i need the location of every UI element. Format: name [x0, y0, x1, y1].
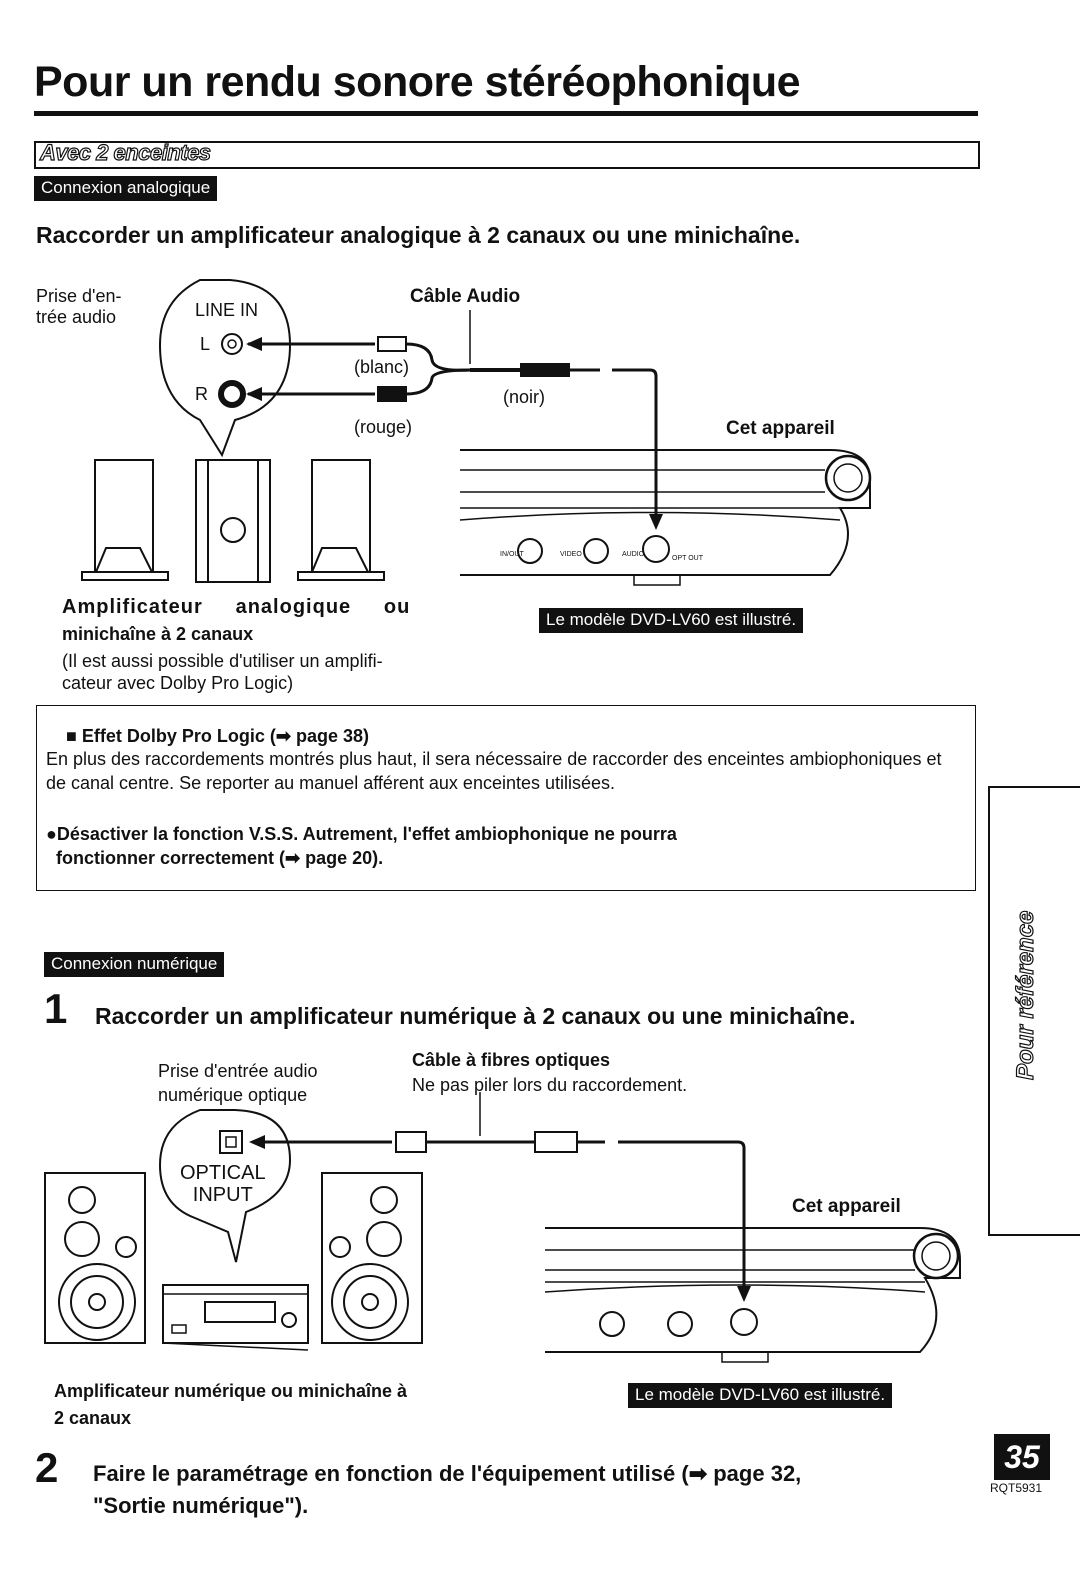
side-tab	[988, 786, 1080, 1236]
digital-cable-note: Ne pas piler lors du raccordement.	[412, 1075, 688, 1095]
digital-cable-label: Câble à fibres optiques	[412, 1050, 611, 1070]
jack-audio: AUDIO	[622, 551, 645, 558]
jack-in-out: IN/OUT	[500, 551, 524, 558]
dolby-note-box	[36, 705, 976, 891]
page-number: 35	[994, 1434, 1050, 1480]
black-plug-label: (noir)	[503, 387, 546, 407]
analog-amp-caption-2: minichaîne à 2 canaux	[62, 624, 254, 644]
r-label: R	[195, 384, 208, 404]
digital-tag: Connexion numérique	[44, 952, 225, 977]
dolby-note-bullet: ●Désactiver la fonction V.S.S. Autrement…	[46, 824, 677, 868]
analog-amp-caption-1: Amplificateur analogique ou	[62, 596, 411, 618]
digital-jack-label: Prise d'entrée audio numérique optique	[158, 1061, 318, 1105]
analog-tag: Connexion analogique	[34, 176, 218, 201]
step1-text: Raccorder un amplificateur numérique à 2…	[95, 1003, 856, 1029]
l-jack-icon	[221, 333, 243, 355]
white-plug-label: (blanc)	[354, 357, 410, 377]
analog-device-label: Cet appareil	[726, 418, 835, 439]
section-box	[34, 141, 980, 169]
step2-text: Faire le paramétrage en fonction de l'éq…	[93, 1461, 802, 1518]
jack-video: VIDEO	[560, 551, 582, 558]
line-in-label: LINE IN	[195, 300, 259, 320]
red-plug-label: (rouge)	[354, 417, 413, 437]
l-label: L	[200, 334, 211, 354]
digital-amp-caption: Amplificateur numérique ou minichaîne à …	[54, 1381, 408, 1428]
step2-number: 2	[35, 1444, 59, 1491]
dolby-note-text: En plus des raccordements montrés plus h…	[46, 749, 942, 793]
analog-model-tag: Le modèle DVD-LV60 est illustré.	[539, 608, 804, 633]
analog-amp-note: (Il est aussi possible d'utiliser un amp…	[62, 651, 383, 693]
optical-jack-icon	[219, 1130, 243, 1154]
analog-cable-label: Câble Audio	[410, 286, 521, 307]
digital-model-tag: Le modèle DVD-LV60 est illustré.	[628, 1383, 893, 1408]
analog-heading: Raccorder un amplificateur analogique à …	[36, 222, 801, 248]
digital-device-label: Cet appareil	[792, 1196, 901, 1217]
doc-code: RQT5931	[990, 1481, 1043, 1495]
step1-number: 1	[44, 985, 68, 1032]
section-label: Avec 2 enceintes	[39, 139, 211, 165]
title-rule	[34, 111, 978, 116]
optical-input-label: OPTICAL INPUT	[180, 1162, 266, 1206]
analog-jack-label: Prise d'en- trée audio	[36, 286, 122, 327]
r-jack-icon	[218, 380, 246, 408]
dolby-note-title: ■ Effet Dolby Pro Logic (➡ page 38)	[66, 726, 369, 746]
page-title: Pour un rendu sonore stéréophonique	[34, 58, 801, 106]
jack-opt-out: OPT OUT	[672, 555, 703, 562]
